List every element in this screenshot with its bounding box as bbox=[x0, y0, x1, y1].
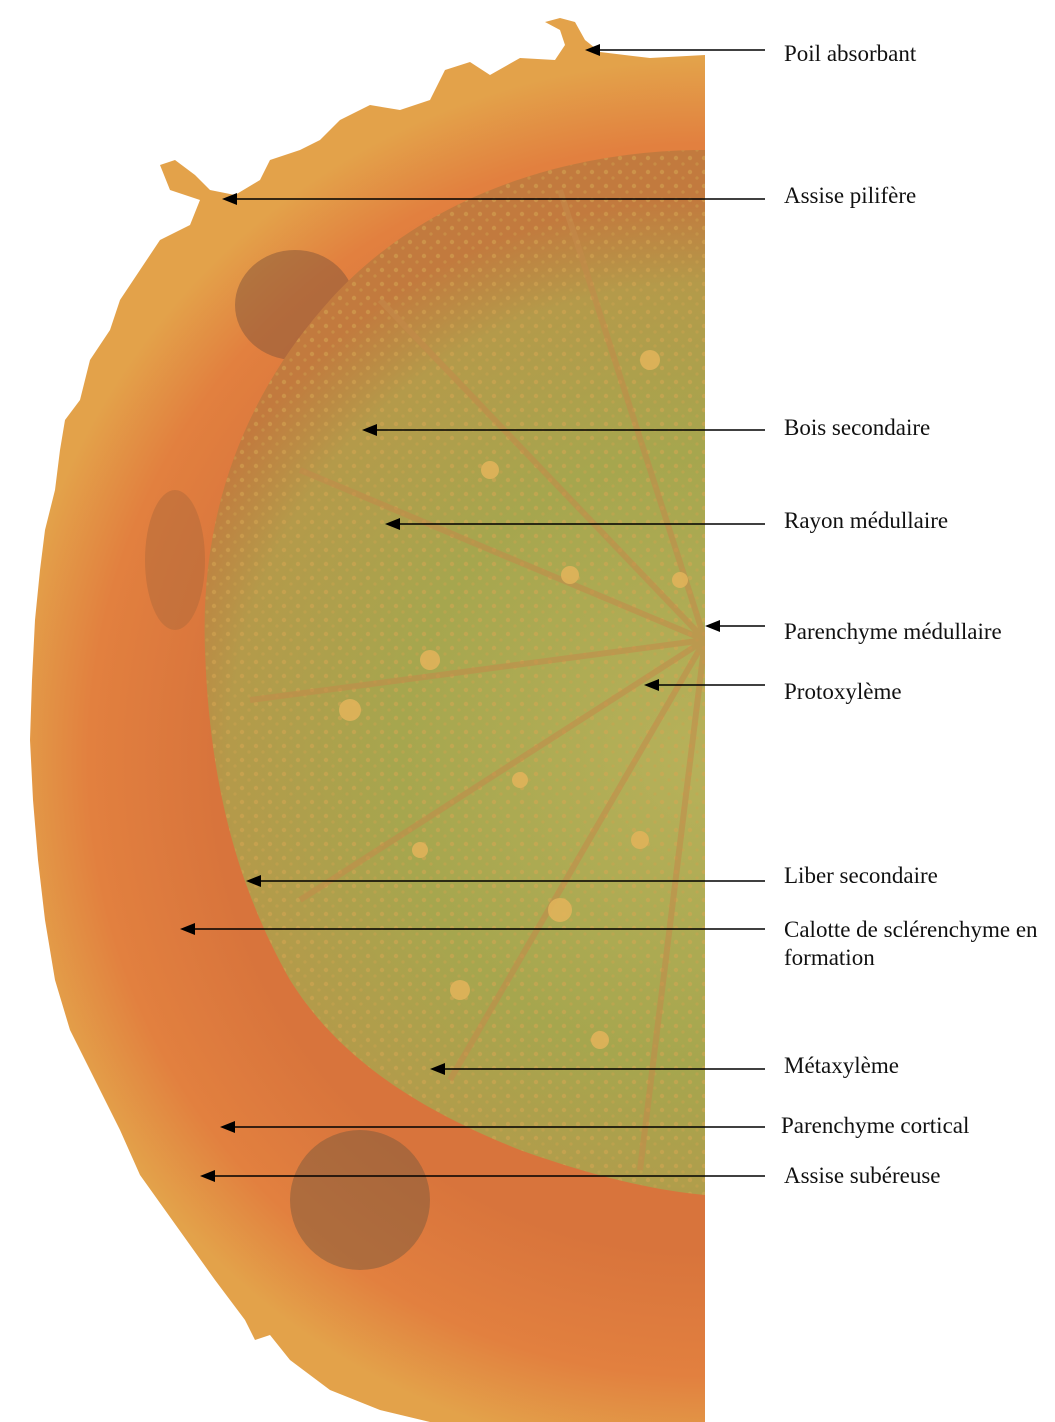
label-protoxyleme: Protoxylème bbox=[784, 678, 902, 706]
label-assise-subereuse: Assise subéreuse bbox=[784, 1162, 941, 1190]
label-parenchyme-medullaire: Parenchyme médullaire bbox=[784, 618, 1002, 646]
label-assise-pilifere: Assise pilifère bbox=[784, 182, 916, 210]
label-rayon-medullaire: Rayon médullaire bbox=[784, 507, 948, 535]
label-calotte-sclerenchyme: Calotte de sclérenchyme en formation bbox=[784, 916, 1054, 972]
label-metaxyleme: Métaxylème bbox=[784, 1052, 899, 1080]
arrow-head-parenchyme-medullaire bbox=[705, 620, 720, 632]
label-liber-secondaire: Liber secondaire bbox=[784, 862, 938, 890]
label-parenchyme-cortical: Parenchyme cortical bbox=[781, 1112, 969, 1140]
label-poil-absorbant: Poil absorbant bbox=[784, 40, 916, 68]
label-bois-secondaire: Bois secondaire bbox=[784, 414, 930, 442]
